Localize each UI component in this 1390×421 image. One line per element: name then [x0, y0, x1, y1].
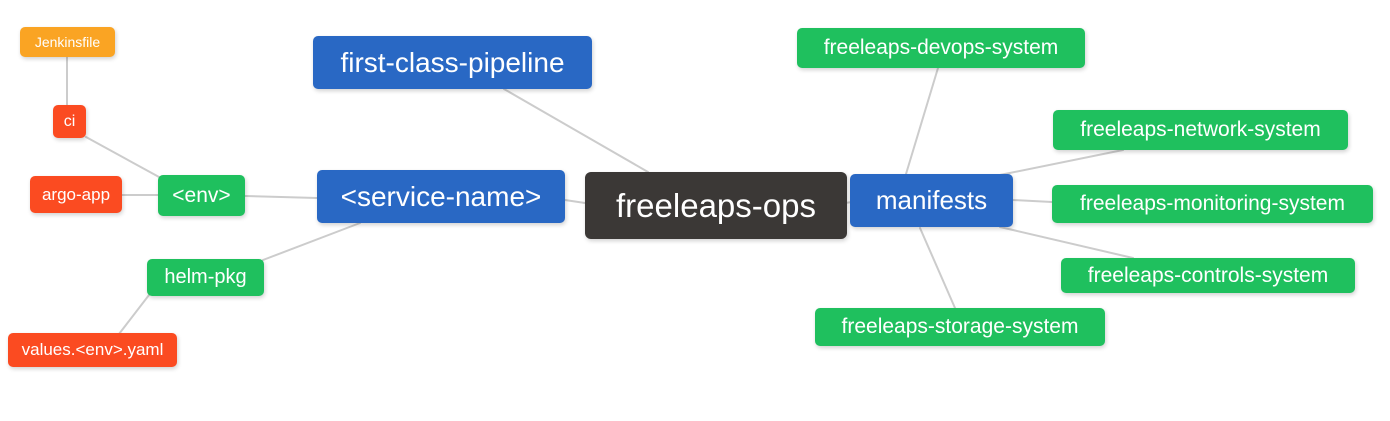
edge-manifests-devops-system: [905, 67, 939, 175]
node-freeleaps-controls-system[interactable]: freeleaps-controls-system: [1061, 258, 1355, 293]
node-service-name[interactable]: <service-name>: [317, 170, 565, 223]
node-values-env-yaml[interactable]: values.<env>.yaml: [8, 333, 177, 367]
edge-ci-env: [85, 136, 160, 178]
node-freeleaps-network-system[interactable]: freeleaps-network-system: [1053, 110, 1348, 150]
node-freeleaps-devops-system[interactable]: freeleaps-devops-system: [797, 28, 1085, 68]
edge-values-helm-pkg: [118, 294, 150, 335]
edge-service-name-freeleaps-ops: [564, 199, 586, 204]
node-freeleaps-ops[interactable]: freeleaps-ops: [585, 172, 847, 239]
node-ci[interactable]: ci: [53, 105, 86, 138]
node-first-class-pipeline[interactable]: first-class-pipeline: [313, 36, 592, 89]
edge-manifests-network-system: [984, 149, 1124, 179]
edge-pipeline-freeleaps-ops: [503, 88, 649, 173]
edge-manifests-monitoring-system: [1012, 199, 1053, 203]
node-argo-app[interactable]: argo-app: [30, 176, 122, 213]
edge-manifests-storage-system: [919, 227, 956, 309]
edge-env-service-name: [244, 195, 318, 199]
node-manifests[interactable]: manifests: [850, 174, 1013, 227]
node-env[interactable]: <env>: [158, 175, 245, 216]
node-jenkinsfile[interactable]: Jenkinsfile: [20, 27, 115, 57]
node-freeleaps-monitoring-system[interactable]: freeleaps-monitoring-system: [1052, 185, 1373, 223]
node-freeleaps-storage-system[interactable]: freeleaps-storage-system: [815, 308, 1105, 346]
node-helm-pkg[interactable]: helm-pkg: [147, 259, 264, 296]
edge-helm-pkg-service-name: [262, 222, 361, 261]
edge-manifests-controls-system: [999, 226, 1134, 259]
